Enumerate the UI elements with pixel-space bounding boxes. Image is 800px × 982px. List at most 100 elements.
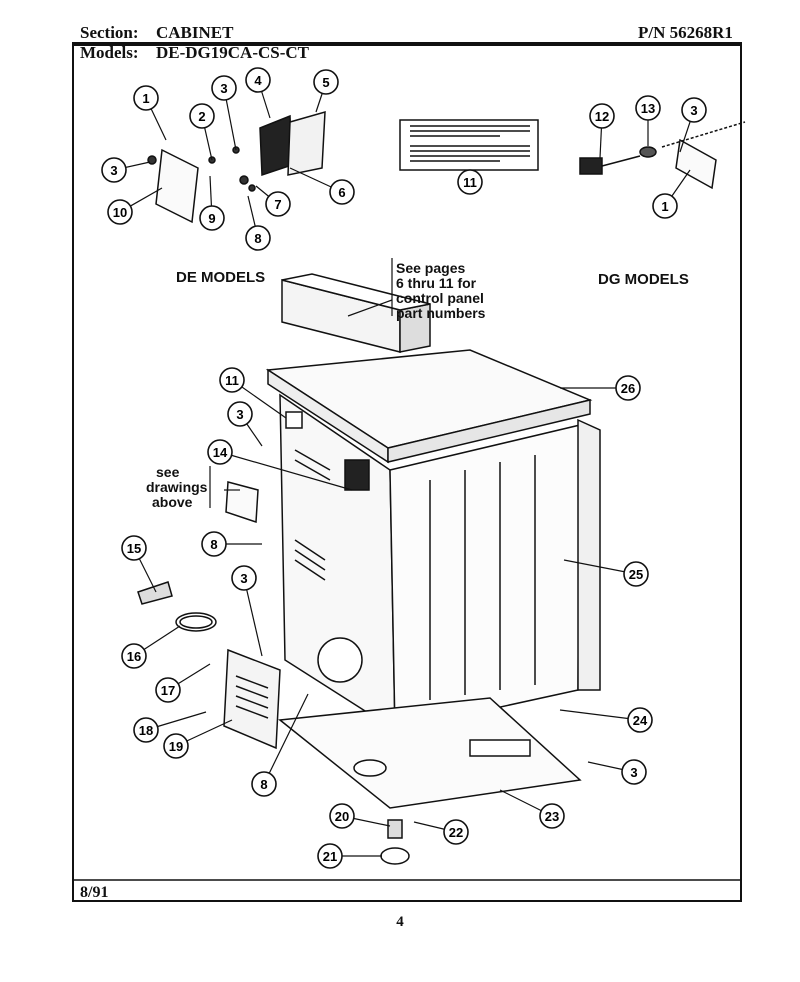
callout-13: 13 [635, 95, 661, 146]
callout-21: 21 [317, 843, 382, 869]
callout-11: 11 [457, 169, 483, 195]
callout-circle [231, 565, 257, 591]
section-value: CABINET [156, 23, 234, 42]
callout-circle [133, 717, 159, 743]
callout-11: 11 [219, 367, 287, 419]
callout-number: 16 [127, 649, 141, 664]
callout-8: 8 [251, 693, 309, 797]
callout-number: 3 [240, 571, 247, 586]
callout-circle [227, 401, 253, 427]
callout-number: 6 [338, 185, 345, 200]
leveling-leg [380, 819, 410, 865]
callout-15: 15 [121, 535, 157, 593]
callout-circle [107, 199, 133, 225]
callout-circle [623, 561, 649, 587]
callout-10: 10 [107, 187, 163, 225]
callout-circle [329, 803, 355, 829]
part-number: P/N 56268R1 [638, 23, 733, 42]
callout-26: 26 [560, 375, 641, 401]
callout-3: 3 [587, 759, 647, 785]
callout-9: 9 [199, 175, 225, 231]
callout-circle [652, 193, 678, 219]
section-label: Section: [80, 23, 139, 42]
callout-2: 2 [189, 103, 215, 161]
callout-number: 3 [236, 407, 243, 422]
callout-19: 19 [163, 719, 233, 759]
callout-number: 10 [113, 205, 127, 220]
callout-circle [121, 643, 147, 669]
cabinet-top [265, 349, 593, 464]
callout-circle [251, 771, 277, 797]
toe-panel [223, 648, 281, 750]
callout-number: 4 [254, 73, 262, 88]
callout-4: 4 [245, 67, 271, 119]
de-bracket-plate [155, 148, 199, 224]
models-value: DE-DG19CA-CS-CT [156, 43, 309, 62]
callout-number: 11 [225, 373, 239, 388]
callout-20: 20 [329, 803, 391, 829]
callout-leader [219, 451, 353, 491]
callout-circle [457, 169, 483, 195]
callout-circle [207, 439, 233, 465]
callout-circle [219, 367, 245, 393]
callout-number: 12 [595, 109, 609, 124]
callout-leader [243, 577, 263, 657]
callout-circle [635, 95, 661, 121]
dg-power-cord [579, 121, 746, 190]
callout-number: 18 [139, 723, 153, 738]
callout-number: 17 [161, 683, 175, 698]
callout-3: 3 [211, 75, 237, 151]
callout-1: 1 [652, 169, 691, 219]
de-models-label: DE MODELS [176, 269, 265, 286]
models-label: Models: [80, 43, 139, 62]
callout-number: 5 [322, 75, 329, 90]
callout-number: 25 [629, 567, 643, 582]
callout-circle [681, 97, 707, 123]
see-pages-line-2: 6 thru 11 for [396, 275, 477, 291]
callout-number: 13 [641, 101, 655, 116]
callout-number: 20 [335, 809, 349, 824]
diagram-frame [72, 44, 742, 902]
callout-1: 1 [133, 85, 167, 141]
callout-leader [263, 693, 309, 785]
callout-18: 18 [133, 711, 207, 743]
callout-circle [245, 67, 271, 93]
callout-number: 8 [254, 231, 261, 246]
callout-number: 9 [208, 211, 215, 226]
strain-relief [137, 581, 173, 605]
callout-circle [313, 69, 339, 95]
cabinet-body [279, 393, 581, 732]
callout-circle [317, 843, 343, 869]
footer-date: 8/91 [80, 884, 109, 901]
callout-circle [189, 103, 215, 129]
de-cover [287, 110, 326, 176]
see-drawings-line-1: see [156, 464, 180, 480]
callout-3: 3 [227, 401, 263, 447]
callout-leader [559, 709, 641, 721]
callout-8: 8 [201, 531, 262, 557]
callout-number: 8 [260, 777, 267, 792]
callout-3: 3 [679, 97, 707, 153]
callout-circle [615, 375, 641, 401]
callout-number: 2 [198, 109, 205, 124]
de-side-bracket [225, 481, 259, 524]
callout-circle [539, 803, 565, 829]
callout-circle [201, 531, 227, 557]
callout-number: 23 [545, 809, 559, 824]
callout-circle [211, 75, 237, 101]
callout-circle [101, 157, 127, 183]
callout-12: 12 [589, 103, 615, 159]
callout-7: 7 [255, 185, 291, 217]
see-pages-line-1: See pages [396, 260, 465, 276]
callout-number: 19 [169, 739, 183, 754]
callout-circle [329, 179, 355, 205]
leader-lines [209, 258, 393, 508]
callout-number: 22 [449, 825, 463, 840]
control-panel-housing [281, 273, 431, 353]
callout-circle [133, 85, 159, 111]
callout-17: 17 [155, 663, 211, 703]
callout-3: 3 [101, 157, 151, 183]
callout-number: 1 [661, 199, 668, 214]
cabinet-front-flange [577, 418, 601, 691]
